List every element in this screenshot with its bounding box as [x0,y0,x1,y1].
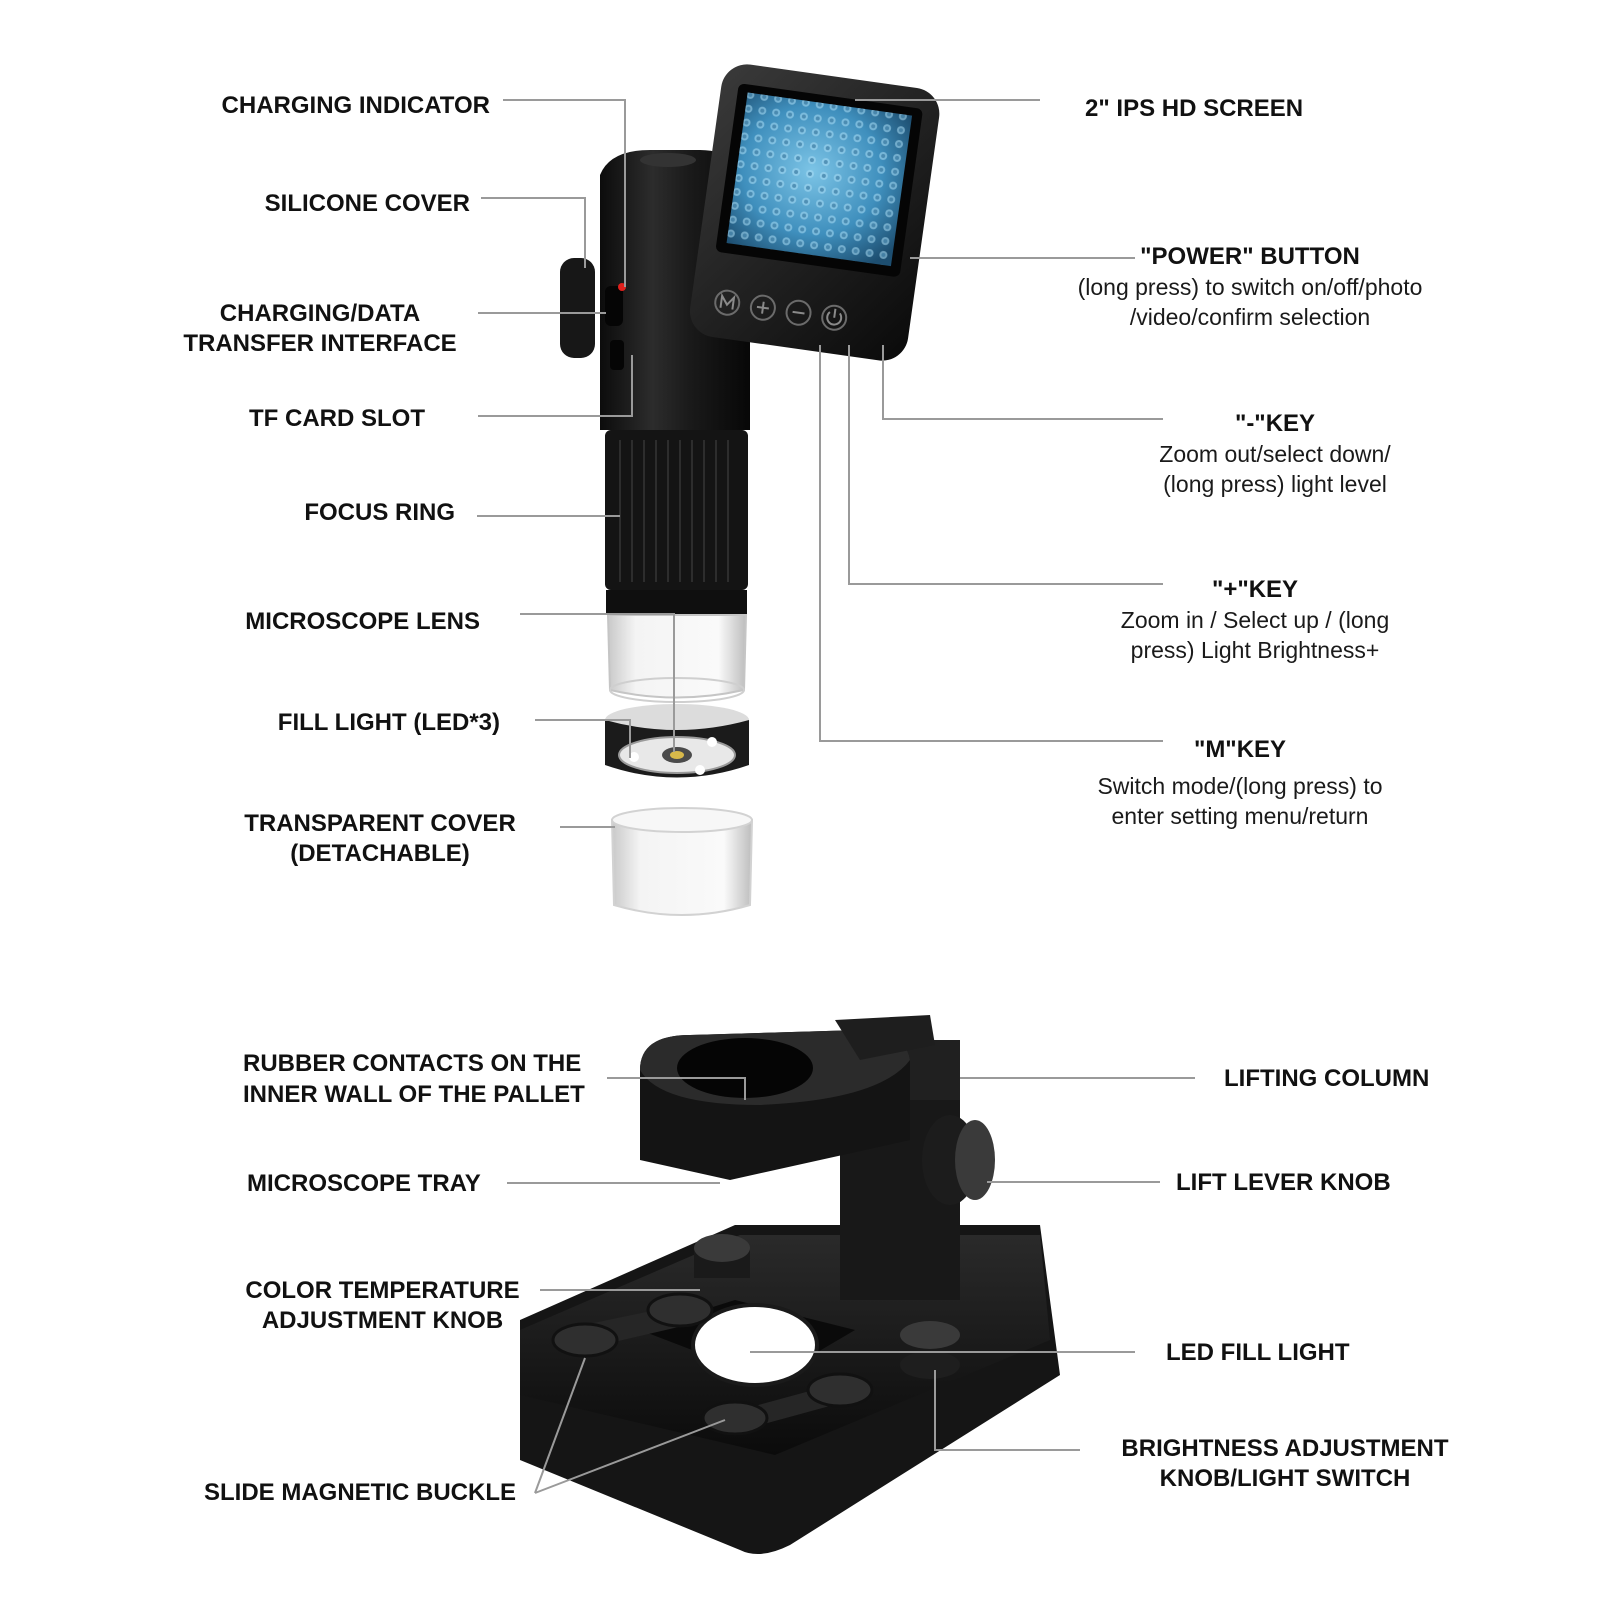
label-slide-magnetic-buckle: SLIDE MAGNETIC BUCKLE [204,1479,516,1506]
lens-glass-rim [609,677,745,703]
label-m-desc-line2: enter setting menu/return [1111,803,1369,829]
label-minus-desc-line1: Zoom out/select down/ [1159,441,1391,467]
screen-sample-image [726,92,913,267]
handheld-microscope [560,64,940,916]
label-color-temp-line1: COLOR TEMPERATURE [245,1277,520,1304]
led-2 [695,765,705,775]
label-plus-desc-line1: Zoom in / Select up / (long [1120,607,1390,633]
label-plus-title: "+"KEY [1211,576,1299,603]
label-color-temp-line2: ADJUSTMENT KNOB [261,1307,504,1334]
tf-slot-shape [610,340,624,370]
lens-core [670,751,684,759]
focus-ring-grip [619,440,729,582]
label-microscope-tray: MICROSCOPE TRAY [247,1170,481,1197]
label-m-title: "M"KEY [1193,736,1287,763]
label-lift-lever-knob: LIFT LEVER KNOB [1176,1169,1391,1196]
led-1 [629,752,639,762]
tray-hole [677,1038,813,1098]
label-power-desc-line1: (long press) to switch on/off/photo [1077,274,1423,300]
label-charging-data-line1: CHARGING/DATA [219,300,421,327]
label-focus-ring: FOCUS RING [304,499,455,526]
silicone-cover-shape [560,258,595,358]
microscope-stand [520,1015,1060,1554]
transparent-cover-shape [610,819,754,916]
focus-ring-shape [605,430,748,590]
label-brightness-line2: KNOB/LIGHT SWITCH [1159,1465,1411,1492]
label-led-fill-light: LED FILL LIGHT [1166,1339,1350,1366]
label-charging-data-line2: TRANSFER INTERFACE [183,330,457,357]
label-minus-desc-line2: (long press) light level [1163,471,1387,497]
label-microscope-lens: MICROSCOPE LENS [245,608,480,635]
label-power-title: "POWER" BUTTON [1140,243,1360,270]
body-top-cap [640,153,696,167]
label-screen: 2" IPS HD SCREEN [1085,95,1304,122]
brightness-knob-shape [900,1351,960,1379]
lens-glass-tube [606,614,748,699]
label-rubber-contacts-line1: RUBBER CONTACTS ON THE [243,1050,582,1077]
label-silicone-cover: SILICONE COVER [264,190,470,217]
slide-magnetic-buckles [551,1292,874,1436]
label-power-desc-line2: /video/confirm selection [1129,304,1371,330]
tray-arm [835,1015,935,1060]
label-plus-desc-line2: press) Light Brightness+ [1130,637,1380,663]
power-button-icon [821,304,848,331]
screen-buttons [714,289,848,331]
label-transparent-cover-line1: TRANSPARENT COVER [244,810,516,837]
label-charging-indicator: CHARGING INDICATOR [221,92,490,119]
label-transparent-cover-line2: (DETACHABLE) [290,840,470,867]
stage-light-window [691,1303,819,1387]
label-minus-title: "-"KEY [1234,410,1316,437]
m-key-icon [714,289,741,316]
lens-collar [606,590,747,615]
color-temp-knob-top [694,1234,750,1262]
brightness-knob-top [900,1321,960,1349]
label-lifting-column: LIFTING COLUMN [1224,1065,1430,1092]
label-rubber-contacts-line2: INNER WALL OF THE PALLET [243,1081,585,1108]
usb-port-shape [605,286,623,326]
transparent-cover-rim [611,807,753,833]
label-tf-card-slot: TF CARD SLOT [249,405,425,432]
label-brightness-line1: BRIGHTNESS ADJUSTMENT [1121,1435,1449,1462]
lift-knob-face [955,1120,995,1200]
label-m-desc-line1: Switch mode/(long press) to [1097,773,1383,799]
plus-key-icon [749,294,776,321]
minus-key-icon [785,299,812,326]
led-3 [707,737,717,747]
label-fill-light: FILL LIGHT (LED*3) [277,709,500,736]
screen-unit [689,64,940,361]
leader-lines [477,99,1195,1494]
